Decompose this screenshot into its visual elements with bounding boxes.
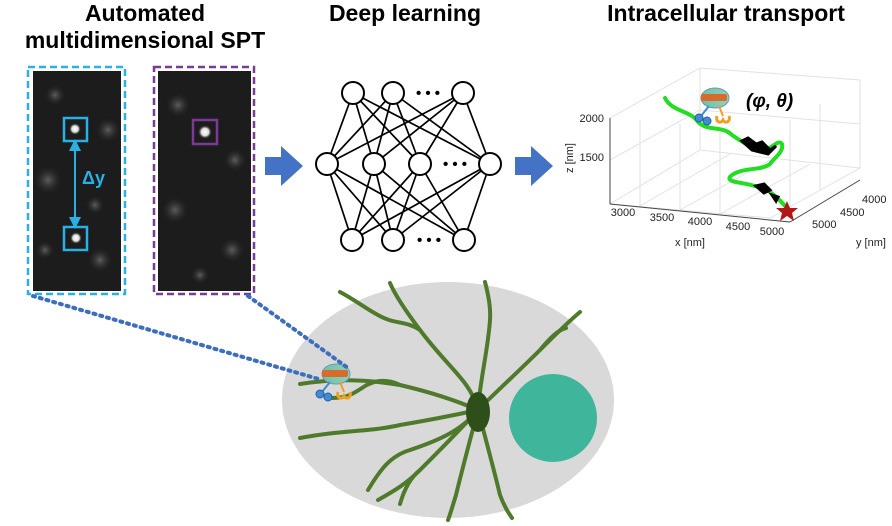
angle-label: (φ, θ) — [746, 91, 793, 112]
trajectory-pause-2 — [752, 182, 773, 195]
delta-y-label: Δy — [82, 168, 105, 188]
node — [341, 81, 365, 105]
x-axis-label: x [nm] — [675, 237, 705, 249]
y-axis-label: y [nm] — [856, 237, 886, 249]
node — [452, 228, 476, 252]
network-nodes — [315, 81, 502, 252]
node — [451, 81, 475, 105]
spt-title: Automated multidimensional SPT — [0, 0, 290, 54]
node — [362, 152, 386, 176]
neural-network — [315, 81, 502, 252]
motor-protein-icon-plot — [694, 87, 731, 126]
ellipsis-layer2: • • • — [443, 156, 467, 173]
x-tick-4500: 4500 — [726, 221, 750, 233]
motor-protein-icon-cell — [315, 363, 352, 402]
x-tick-3000: 3000 — [611, 207, 635, 219]
particle-spot-right — [198, 125, 212, 139]
trajectory-pause-3 — [768, 192, 781, 204]
plot3d-grid — [609, 67, 861, 219]
x-tick-5000: 5000 — [760, 226, 784, 238]
node — [381, 228, 405, 252]
flow-arrow-2 — [515, 146, 553, 186]
y-tick-4000: 4000 — [862, 194, 886, 206]
cell-illustration — [282, 280, 614, 522]
node — [340, 228, 364, 252]
node — [408, 152, 432, 176]
end-star-marker — [776, 201, 798, 221]
z-tick-1500: 1500 — [580, 152, 604, 164]
link-line-right — [246, 294, 350, 370]
x-tick-3500: 3500 — [650, 212, 674, 224]
frame-right — [152, 65, 256, 296]
frame-left — [26, 65, 127, 296]
z-axis-label: z [nm] — [564, 143, 576, 173]
left-image-background-blobs — [34, 85, 120, 272]
trajectory-track — [663, 96, 790, 212]
ellipsis-layer3: • • • — [417, 232, 441, 249]
spt-title-line2: multidimensional SPT — [24, 27, 266, 53]
node — [381, 81, 405, 105]
y-tick-5000: 5000 — [812, 219, 836, 231]
detection-box-right — [191, 118, 219, 146]
flow-arrow-1 — [265, 146, 303, 186]
cell-nucleus — [509, 374, 597, 462]
plot3d-axes — [609, 118, 861, 223]
trajectory-pause-1 — [739, 136, 778, 156]
ellipsis-layer1: • • • — [416, 85, 440, 102]
node — [478, 152, 502, 176]
particle-spot-bottom — [70, 232, 82, 244]
transport-title: Intracellular transport — [607, 0, 845, 26]
y-tick-4500: 4500 — [840, 207, 864, 219]
deep-learning-title: Deep learning — [328, 0, 482, 26]
node — [315, 152, 339, 176]
z-tick-2000: 2000 — [580, 113, 604, 125]
network-connections — [326, 92, 491, 241]
cell-soma — [466, 392, 490, 432]
particle-spot-top — [69, 123, 81, 135]
x-tick-4000: 4000 — [688, 216, 712, 228]
plot3d: 2000 1500 z [nm] 3000 3500 4000 4500 500… — [564, 67, 886, 249]
right-image-background-blobs — [162, 93, 246, 284]
link-line-left — [31, 294, 324, 382]
microscopy-panel: Δy — [26, 65, 256, 296]
spt-title-line1: Automated — [84, 0, 206, 26]
